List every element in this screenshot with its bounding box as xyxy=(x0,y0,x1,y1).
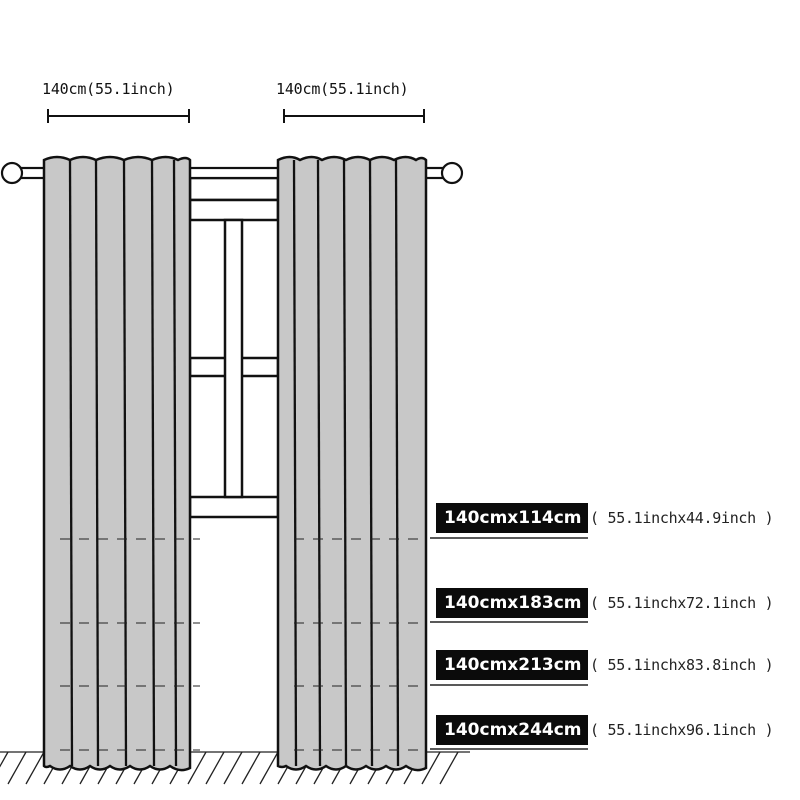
floor-hatch-stroke xyxy=(25,751,45,785)
width-label-left: 140cm(55.1inch) xyxy=(42,80,175,98)
size-inch-244: ( 55.1inchx96.1inch ) xyxy=(590,721,774,739)
floor-hatch-stroke xyxy=(205,751,225,785)
floor-hatch-stroke xyxy=(7,751,27,785)
size-tag-244: 140cmx244cm xyxy=(436,715,588,745)
size-tag-213: 140cmx213cm xyxy=(436,650,588,680)
length-marker-213 xyxy=(60,684,588,687)
floor-hatch-stroke xyxy=(223,751,243,785)
size-inch-213: ( 55.1inchx83.8inch ) xyxy=(590,656,774,674)
width-dimension-left xyxy=(47,109,190,123)
width-dimension-right xyxy=(283,109,425,123)
floor-hatch-stroke xyxy=(187,751,207,785)
rod-finial-right xyxy=(440,161,464,185)
curtain-rod xyxy=(0,161,464,185)
size-tag-183: 140cmx183cm xyxy=(436,588,588,618)
size-inch-114: ( 55.1inchx44.9inch ) xyxy=(590,509,774,527)
floor-hatch-stroke xyxy=(421,751,441,785)
curtain-panel-right xyxy=(276,155,428,772)
length-marker-114 xyxy=(60,537,588,540)
window-frame xyxy=(188,176,280,519)
floor-hatch-stroke xyxy=(0,751,9,768)
rod-finial-left xyxy=(0,161,24,185)
size-inch-183: ( 55.1inchx72.1inch ) xyxy=(590,594,774,612)
size-tag-114: 140cmx114cm xyxy=(436,503,588,533)
length-marker-183 xyxy=(60,621,588,624)
floor-hatch-stroke xyxy=(241,751,261,785)
floor-hatch-stroke xyxy=(259,751,279,785)
length-marker-244 xyxy=(60,748,588,751)
curtain-panel-left xyxy=(42,155,192,772)
floor-hatch-stroke xyxy=(439,751,459,785)
width-label-right: 140cm(55.1inch) xyxy=(276,80,409,98)
